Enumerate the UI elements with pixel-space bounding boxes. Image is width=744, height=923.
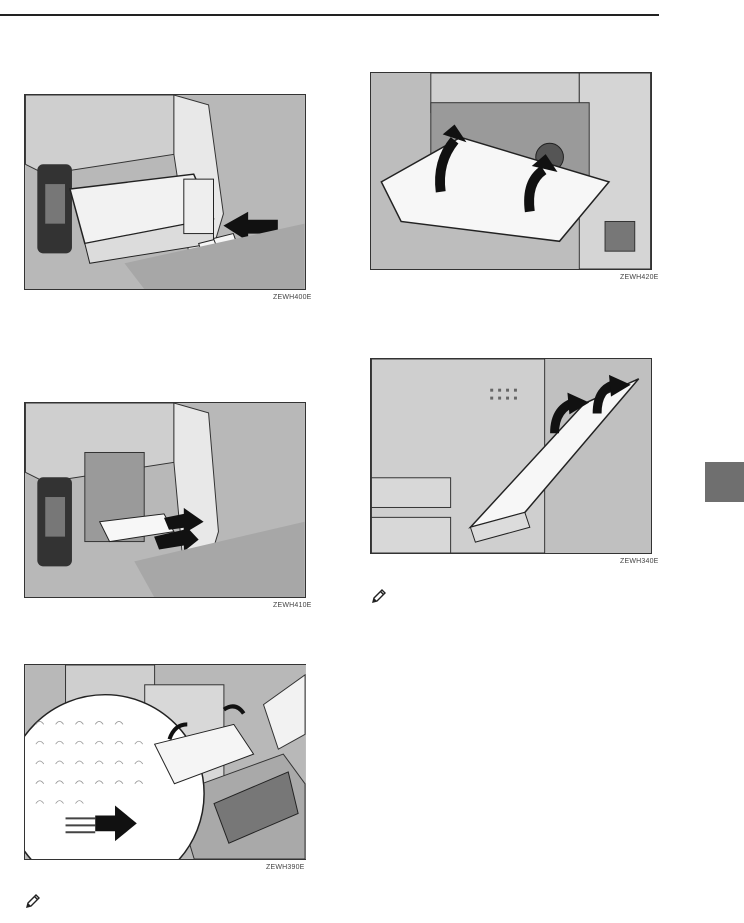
figure-caption: ZEWH420E: [620, 274, 659, 281]
pencil-note-icon: [25, 893, 41, 909]
figure-insert-toner: [24, 94, 306, 290]
illustration-close-side-cover: [371, 359, 651, 553]
figure-caption: ZEWH400E: [273, 294, 312, 301]
section-tab: [705, 462, 744, 502]
figure-close-side-cover: [370, 358, 652, 554]
illustration-insert-toner: [25, 95, 305, 289]
illustration-close-front-cover: [371, 73, 651, 269]
figure-remove-strip: [24, 402, 306, 598]
pencil-note-icon: [371, 588, 387, 604]
figure-caption: ZEWH390E: [266, 864, 305, 871]
header-rule: [0, 14, 659, 16]
figure-caption: ZEWH340E: [620, 558, 659, 565]
figure-caption: ZEWH410E: [273, 602, 312, 609]
illustration-remove-strip: [25, 403, 305, 597]
figure-close-front-cover: [370, 72, 652, 270]
illustration-close-cover: [25, 665, 306, 859]
figure-close-cover: [24, 664, 306, 860]
